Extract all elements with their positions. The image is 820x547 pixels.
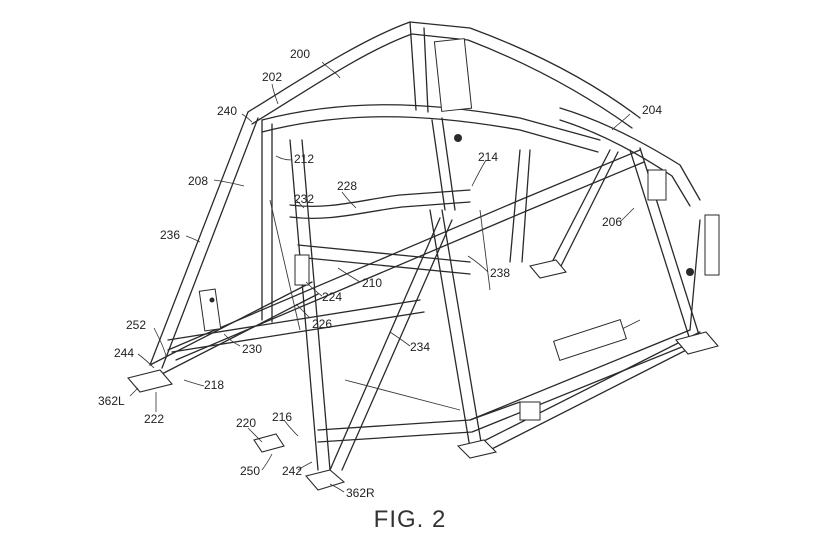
rear-brace-tube xyxy=(431,117,456,211)
front-roof-crossbar xyxy=(261,104,601,153)
ref-label-222: 222 xyxy=(144,412,164,426)
mount-plate-362R xyxy=(305,469,346,491)
leader-lines xyxy=(129,61,635,493)
ref-label-240: 240 xyxy=(217,104,237,118)
ref-label-236: 236 xyxy=(160,228,180,242)
reference-labels: 200 202 204 240 212 214 208 228 232 206 … xyxy=(98,47,662,500)
figure-caption: FIG. 2 xyxy=(373,506,447,533)
right-side-plate xyxy=(704,214,720,276)
mount-plate-362L xyxy=(127,369,173,393)
left-b-pillar-tube xyxy=(261,119,273,323)
mount-plate-rear-right xyxy=(675,331,719,355)
rear-right-bracket xyxy=(647,169,667,201)
ref-label-204: 204 xyxy=(642,103,662,117)
ref-label-200: 200 xyxy=(290,47,310,61)
ref-label-234: 234 xyxy=(410,340,430,354)
front-left-lower-tube xyxy=(149,281,319,377)
ref-label-362R: 362R xyxy=(346,486,375,500)
seat-bracket-left xyxy=(198,288,222,332)
roll-cage-frame xyxy=(149,21,707,471)
mount-plate-center xyxy=(529,259,567,279)
ref-label-206: 206 xyxy=(602,215,622,229)
ref-label-238: 238 xyxy=(490,266,510,280)
harness-bracket xyxy=(519,401,541,421)
side-bar-230 xyxy=(167,299,425,353)
right-roof-rail xyxy=(559,107,701,207)
rear-panel-bracket xyxy=(433,38,473,112)
ref-label-228: 228 xyxy=(337,179,357,193)
ref-label-250: 250 xyxy=(240,464,260,478)
ref-label-220: 220 xyxy=(236,416,256,430)
brackets xyxy=(198,38,720,421)
floor-longitudinal-tube xyxy=(469,331,707,457)
ref-label-224: 224 xyxy=(322,290,342,304)
rear-roof-tube xyxy=(409,21,429,113)
ref-label-216: 216 xyxy=(272,410,292,424)
ref-label-242: 242 xyxy=(282,464,302,478)
rear-mid-legs xyxy=(509,149,619,273)
right-front-post xyxy=(429,209,483,449)
ref-label-210: 210 xyxy=(362,276,382,290)
ref-label-232: 232 xyxy=(294,192,314,206)
ref-label-244: 244 xyxy=(114,346,134,360)
left-a-pillar-tube xyxy=(149,111,259,369)
ref-label-218: 218 xyxy=(204,378,224,392)
x-brace-tube xyxy=(295,244,471,275)
front-diagonal-tube xyxy=(329,217,453,471)
mount-hole-a xyxy=(454,134,462,142)
ref-label-230: 230 xyxy=(242,342,262,356)
floor-gusset xyxy=(552,319,628,361)
detail-lines xyxy=(269,199,641,411)
ref-label-362L: 362L xyxy=(98,394,125,408)
ref-label-214: 214 xyxy=(478,150,498,164)
mounting-plates xyxy=(127,259,719,491)
ref-label-226: 226 xyxy=(312,317,332,331)
ref-label-212: 212 xyxy=(294,152,314,166)
mount-hole-c xyxy=(209,297,215,303)
mount-hole-b xyxy=(686,268,694,276)
door-bar-tube xyxy=(289,189,471,220)
mount-plate-harness xyxy=(253,433,285,453)
mount-plate-rear-mid xyxy=(456,439,498,459)
seat-bracket-mid xyxy=(294,254,310,286)
ref-label-202: 202 xyxy=(262,70,282,84)
floor-tube-front xyxy=(317,329,695,443)
main-hoop-tube xyxy=(247,21,641,129)
ref-label-208: 208 xyxy=(188,174,208,188)
ref-label-252: 252 xyxy=(126,318,146,332)
